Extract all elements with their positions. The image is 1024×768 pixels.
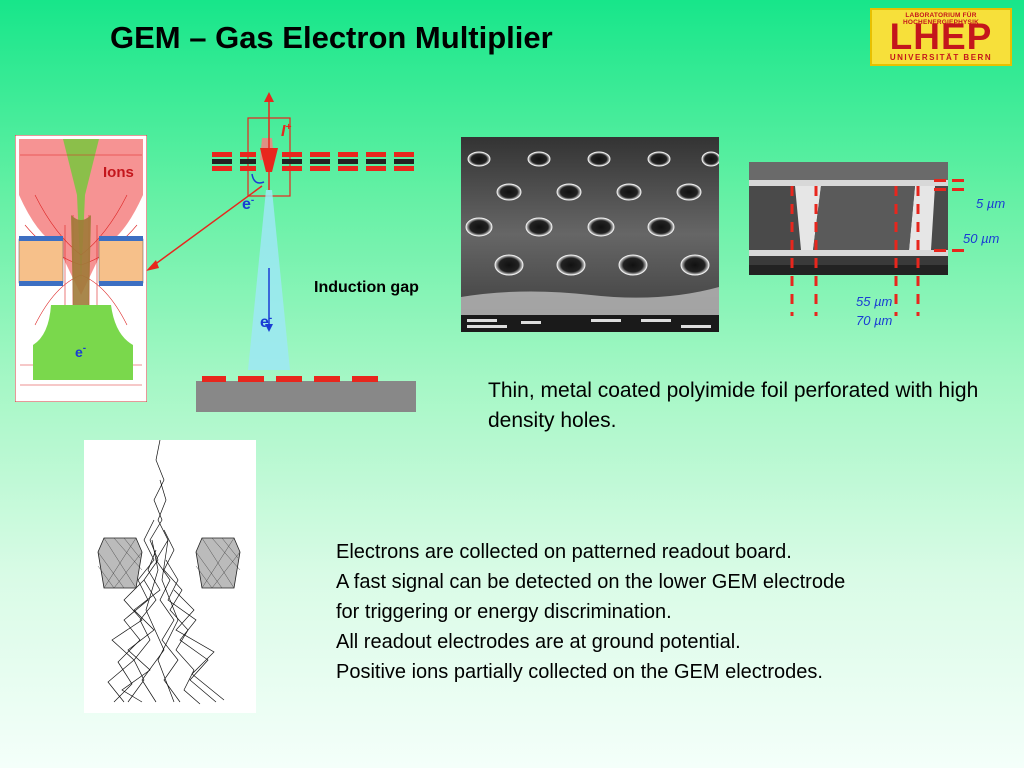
dimension-markers: 5 µm 50 µm 55 µm 70 µm (790, 179, 1005, 328)
dim-5um: 5 µm (976, 196, 1005, 211)
foil-description: Thin, metal coated polyimide foil perfor… (488, 379, 979, 432)
readout-line-4: All readout electrodes are at ground pot… (336, 631, 741, 653)
svg-text:I+: I+ (281, 122, 291, 140)
ion-sup: + (285, 122, 291, 133)
readout-line-5: Positive ions partially collected on the… (336, 661, 823, 683)
electron-bottom-label: e (260, 314, 269, 331)
svg-text:e-: e- (260, 313, 272, 331)
lhep-logo: LABORATORIUM FÜR HOCHENERGIEPHYSIK LHEP … (870, 8, 1012, 66)
induction-gap-label: Induction gap (314, 279, 419, 296)
readout-line-2: A fast signal can be detected on the low… (336, 571, 846, 593)
logo-line2: UNIVERSITÄT BERN (889, 53, 993, 62)
ions-label: Ions (103, 164, 134, 181)
dim-50um: 50 µm (963, 231, 1000, 246)
electron-drift-simulation (84, 440, 256, 713)
slide-title: GEM – Gas Electron Multiplier (110, 20, 553, 55)
readout-description: Electrons are collected on patterned rea… (336, 537, 1016, 687)
readout-line-3: for triggering or energy discrimination. (336, 601, 672, 623)
electron-top-sup: - (251, 195, 254, 206)
svg-text:e-: e- (75, 343, 86, 360)
sem-micrograph-holes (461, 137, 719, 332)
logo-main: LHEP (889, 16, 993, 57)
gem-schematic: I+ e- e- Induction gap (196, 92, 419, 412)
field-electron-sup: - (83, 343, 86, 354)
ion-label: I (281, 123, 286, 140)
field-electron-label: e (75, 344, 83, 360)
electron-top-label: e (242, 196, 251, 213)
field-simulation-figure: Ions e- (15, 135, 147, 402)
electron-bottom-sup: - (269, 313, 272, 324)
sem-cross-section (749, 162, 948, 275)
zoom-arrow (146, 185, 263, 271)
logo-line1: LABORATORIUM FÜR HOCHENERGIEPHYSIK (903, 12, 979, 26)
dim-70um: 70 µm (856, 313, 893, 328)
svg-text:e-: e- (242, 195, 254, 213)
dim-55um: 55 µm (856, 294, 893, 309)
readout-line-1: Electrons are collected on patterned rea… (336, 541, 792, 563)
